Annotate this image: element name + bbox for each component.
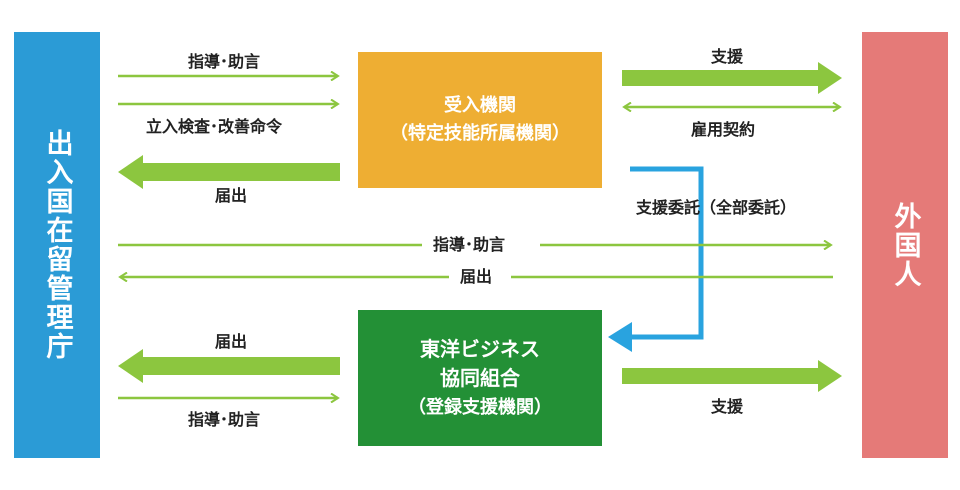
support-org-name-1: 東洋ビジネス bbox=[420, 336, 540, 361]
label-employment-contract: 雇用契約 bbox=[691, 120, 756, 139]
arrow-support-top bbox=[622, 62, 842, 94]
label-report-top: 届出 bbox=[215, 186, 248, 205]
support-org-subtitle: （登録支援機関） bbox=[408, 396, 552, 418]
foreigner-column: 外国人 bbox=[862, 32, 948, 458]
label-inspection: 立入検査･改善命令 bbox=[146, 117, 283, 136]
arrow-report-top bbox=[118, 155, 340, 189]
label-outsourcing: 支援委託（全部委託） bbox=[636, 198, 797, 217]
label-guidance-top: 指導･助言 bbox=[188, 52, 261, 71]
arrow-outsourcing-head bbox=[608, 322, 632, 352]
label-support-bottom: 支援 bbox=[711, 397, 744, 416]
label-guidance-bottom: 指導･助言 bbox=[188, 410, 261, 429]
label-guidance-middle: 指導･助言 bbox=[433, 235, 506, 254]
accepting-organization-box: 受入機関 （特定技能所属機関） bbox=[358, 52, 602, 188]
arrow-report-bottom bbox=[118, 349, 340, 383]
support-organization-box: 東洋ビジネス 協同組合 （登録支援機関） bbox=[358, 310, 602, 446]
foreigner-label: 外国人 bbox=[889, 201, 921, 289]
arrow-outsourcing-line bbox=[628, 166, 704, 340]
accepting-org-subtitle: （特定技能所属機関） bbox=[390, 123, 570, 144]
immigration-agency-label: 出入国在留管理庁 bbox=[41, 129, 73, 361]
support-org-name-2: 協同組合 bbox=[440, 365, 520, 390]
accepting-org-title: 受入機関 bbox=[444, 95, 516, 116]
label-support-top: 支援 bbox=[711, 47, 744, 66]
immigration-agency-column: 出入国在留管理庁 bbox=[14, 32, 100, 458]
arrow-support-bottom bbox=[622, 360, 842, 392]
label-report-middle: 届出 bbox=[460, 267, 493, 286]
label-report-bottom: 届出 bbox=[215, 332, 248, 351]
